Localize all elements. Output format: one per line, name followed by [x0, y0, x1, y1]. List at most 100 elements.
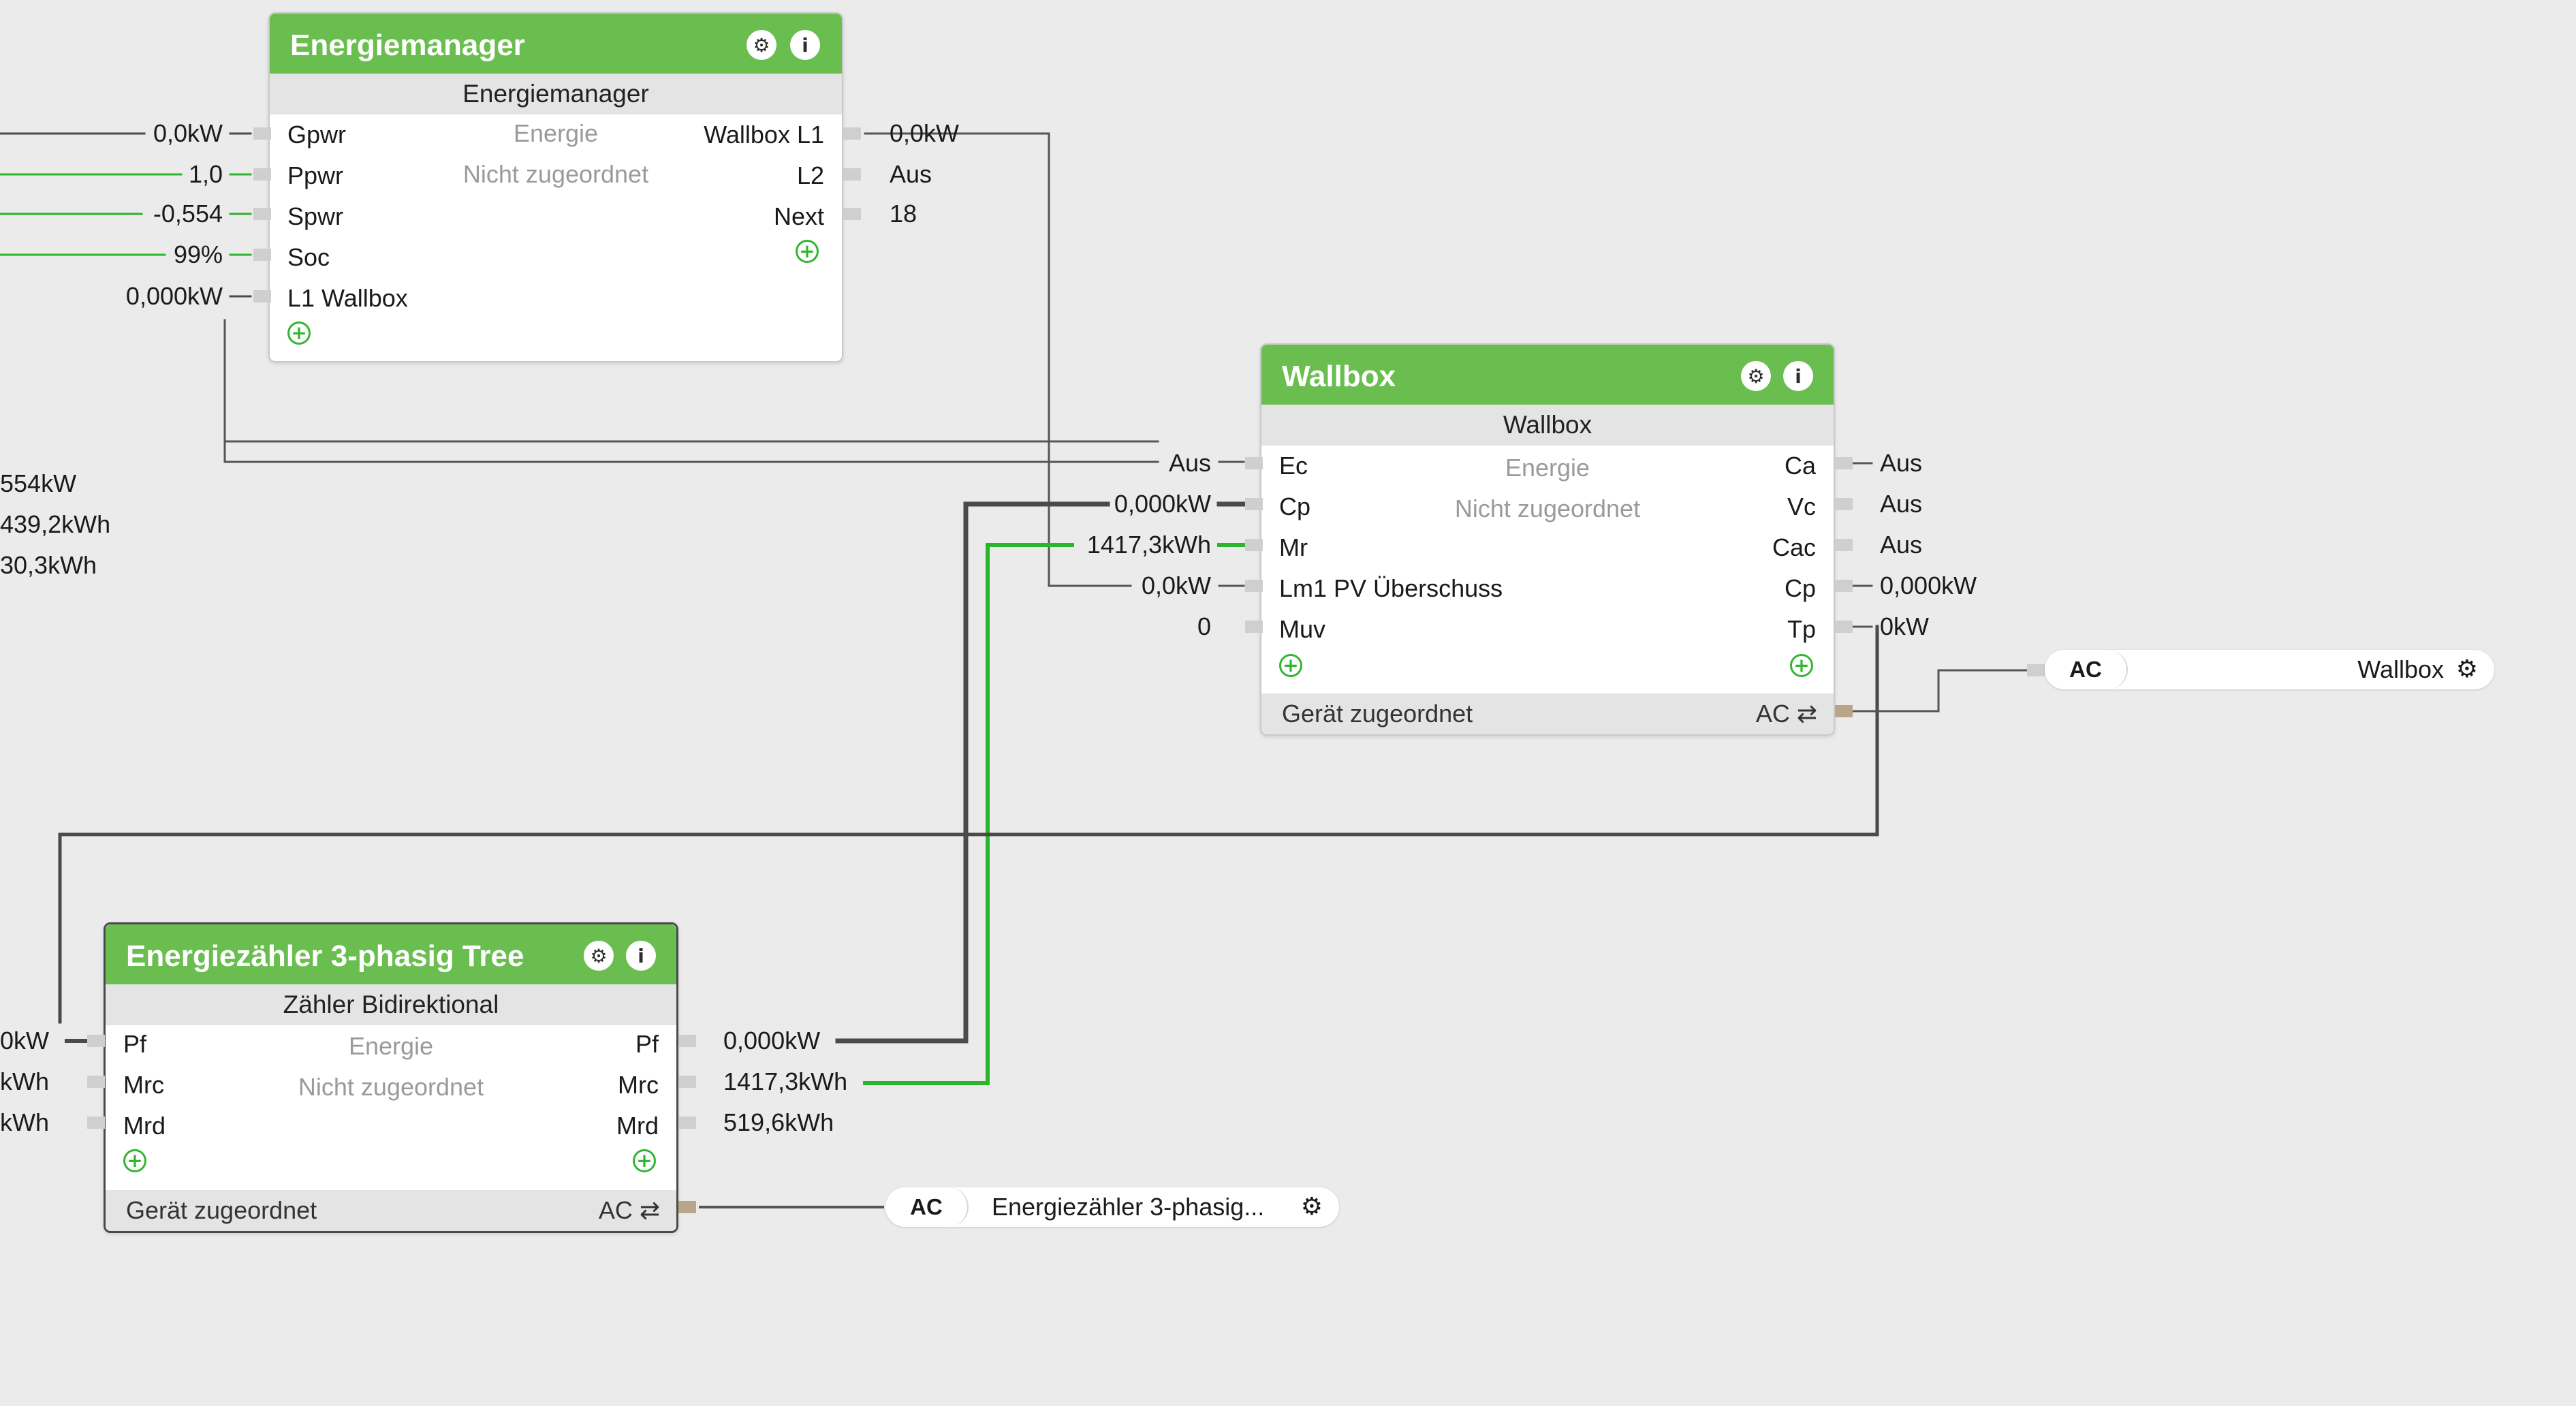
- gear-icon[interactable]: ⚙: [584, 941, 614, 971]
- output-pin-vc[interactable]: Vc: [1787, 493, 1816, 520]
- meter-footer-label: Gerät zugeordnet: [126, 1196, 317, 1224]
- pin-stub: [1245, 539, 1263, 551]
- wallbox-cp-out-value: 0,000kW: [1880, 572, 1977, 599]
- pin-stub: [87, 1116, 105, 1129]
- info-icon[interactable]: i: [790, 30, 820, 60]
- left-value-3: 30,3kWh: [0, 551, 97, 579]
- wallbox-device-pill[interactable]: AC Wallbox ⚙: [2045, 650, 2494, 689]
- wallbox-title: Wallbox: [1282, 360, 1396, 393]
- device-pin-stub: [1835, 705, 1853, 717]
- left-value-1: 554kW: [0, 469, 77, 497]
- meter-mrc-in-value: kWh: [0, 1067, 49, 1095]
- spwr-value: -0,554: [153, 200, 223, 228]
- pin-stub: [1835, 621, 1853, 633]
- energy-manager-node[interactable]: Energiemanager ⚙ i Energiemanager Energi…: [268, 12, 843, 362]
- pin-stub: [1245, 498, 1263, 510]
- ec-value: Aus: [1168, 449, 1211, 477]
- pin-stub: [1245, 457, 1263, 469]
- pin-stub: [253, 168, 271, 181]
- wallbox-l1-value: 0,0kW: [890, 119, 960, 147]
- energy-manager-assignment: Nicht zugeordnet: [462, 160, 649, 188]
- pin-stub: [253, 208, 271, 220]
- device-type-tag: AC: [885, 1187, 969, 1227]
- output-pin-next[interactable]: Next: [773, 202, 824, 230]
- meter-footer[interactable]: Gerät zugeordnet AC ⇄: [106, 1190, 676, 1231]
- pin-stub: [1835, 457, 1853, 469]
- output-pin-cac[interactable]: Cac: [1772, 533, 1816, 561]
- meter-mrd-in-value: kWh: [0, 1108, 49, 1136]
- add-output-pin-icon[interactable]: +: [1790, 654, 1813, 677]
- input-pin-mr[interactable]: Mr: [1279, 533, 1308, 561]
- pin-stub: [87, 1076, 105, 1088]
- meter-assignment: Nicht zugeordnet: [298, 1073, 484, 1101]
- gear-icon[interactable]: ⚙: [747, 30, 776, 60]
- add-output-pin-icon[interactable]: +: [796, 240, 819, 263]
- pin-stub: [87, 1035, 105, 1047]
- pin-stub: [678, 1035, 696, 1047]
- cac-value: Aus: [1880, 531, 1923, 559]
- gear-icon[interactable]: ⚙: [1741, 361, 1771, 391]
- swap-icon[interactable]: AC ⇄: [598, 1196, 660, 1224]
- swap-icon[interactable]: AC ⇄: [1755, 700, 1817, 728]
- wallbox-node[interactable]: Wallbox ⚙ i Wallbox Energie Nicht zugeor…: [1260, 343, 1835, 736]
- tp-value: 0kW: [1880, 612, 1929, 640]
- input-pin-ppwr[interactable]: Ppwr: [287, 161, 344, 189]
- input-pin-soc[interactable]: Soc: [287, 243, 330, 271]
- meter-node[interactable]: Energiezähler 3-phasig Tree ⚙ i Zähler B…: [104, 922, 678, 1233]
- add-input-pin-icon[interactable]: +: [123, 1149, 146, 1172]
- ppwr-value: 1,0: [188, 160, 223, 188]
- wallbox-footer-label: Gerät zugeordnet: [1282, 700, 1473, 728]
- wallbox-header[interactable]: Wallbox ⚙ i: [1261, 345, 1834, 405]
- output-pin-ca[interactable]: Ca: [1784, 452, 1816, 480]
- output-pin-l2[interactable]: L2: [796, 161, 824, 189]
- pin-stub: [843, 168, 861, 181]
- gear-icon[interactable]: ⚙: [1300, 1193, 1323, 1221]
- input-pin-lm1[interactable]: Lm1 PV Überschuss: [1279, 574, 1503, 602]
- output-pin-mrd[interactable]: Mrd: [616, 1112, 659, 1140]
- energy-manager-header[interactable]: Energiemanager ⚙ i: [270, 14, 842, 74]
- input-pin-ec[interactable]: Ec: [1279, 452, 1308, 480]
- input-pin-mrd[interactable]: Mrd: [123, 1112, 166, 1140]
- add-input-pin-icon[interactable]: +: [1279, 654, 1302, 677]
- meter-device-pill[interactable]: AC Energiezähler 3-phasig... ⚙: [885, 1187, 1339, 1227]
- gear-icon[interactable]: ⚙: [2455, 655, 2478, 683]
- lm1-value: 0,0kW: [1141, 572, 1211, 599]
- wallbox-footer[interactable]: Gerät zugeordnet AC ⇄: [1261, 693, 1834, 734]
- input-pin-pf[interactable]: Pf: [123, 1030, 147, 1058]
- wallbox-assignment: Nicht zugeordnet: [1454, 495, 1641, 522]
- pin-stub: [1245, 621, 1263, 633]
- input-pin-l1-wallbox[interactable]: L1 Wallbox: [287, 284, 408, 312]
- output-pin-wallbox-l1[interactable]: Wallbox L1: [704, 121, 824, 149]
- wallbox-subtitle: Wallbox: [1261, 405, 1834, 446]
- input-pin-spwr[interactable]: Spwr: [287, 202, 344, 230]
- next-value: 18: [890, 200, 917, 228]
- info-icon[interactable]: i: [1783, 361, 1813, 391]
- output-pin-tp[interactable]: Tp: [1787, 615, 1816, 643]
- input-pin-gpwr[interactable]: Gpwr: [287, 121, 347, 149]
- energy-manager-title: Energiemanager: [290, 29, 525, 62]
- meter-category: Energie: [348, 1032, 434, 1060]
- input-pin-mrc[interactable]: Mrc: [123, 1071, 164, 1099]
- info-icon[interactable]: i: [626, 941, 656, 971]
- gpwr-value: 0,0kW: [153, 119, 223, 147]
- add-input-pin-icon[interactable]: +: [287, 322, 311, 345]
- output-pin-pf[interactable]: Pf: [635, 1030, 659, 1058]
- input-pin-cp[interactable]: Cp: [1279, 493, 1311, 520]
- meter-header[interactable]: Energiezähler 3-phasig Tree ⚙ i: [106, 924, 676, 984]
- pin-stub: [1835, 539, 1853, 551]
- energy-manager-subtitle: Energiemanager: [270, 74, 842, 114]
- meter-mrc-out-value: 1417,3kWh: [723, 1067, 848, 1095]
- pin-stub: [1835, 580, 1853, 592]
- vc-value: Aus: [1880, 490, 1923, 518]
- wallbox-category: Energie: [1505, 454, 1590, 482]
- add-output-pin-icon[interactable]: +: [633, 1149, 656, 1172]
- cp-value: 0,000kW: [1114, 490, 1211, 518]
- output-pin-cp[interactable]: Cp: [1784, 574, 1816, 602]
- energy-manager-category: Energie: [513, 119, 599, 147]
- output-pin-mrc[interactable]: Mrc: [618, 1071, 659, 1099]
- meter-pf-in-value: 0kW: [0, 1027, 49, 1054]
- input-pin-muv[interactable]: Muv: [1279, 615, 1326, 643]
- l2-value: Aus: [890, 160, 932, 188]
- pin-stub: [1245, 580, 1263, 592]
- pin-stub: [843, 208, 861, 220]
